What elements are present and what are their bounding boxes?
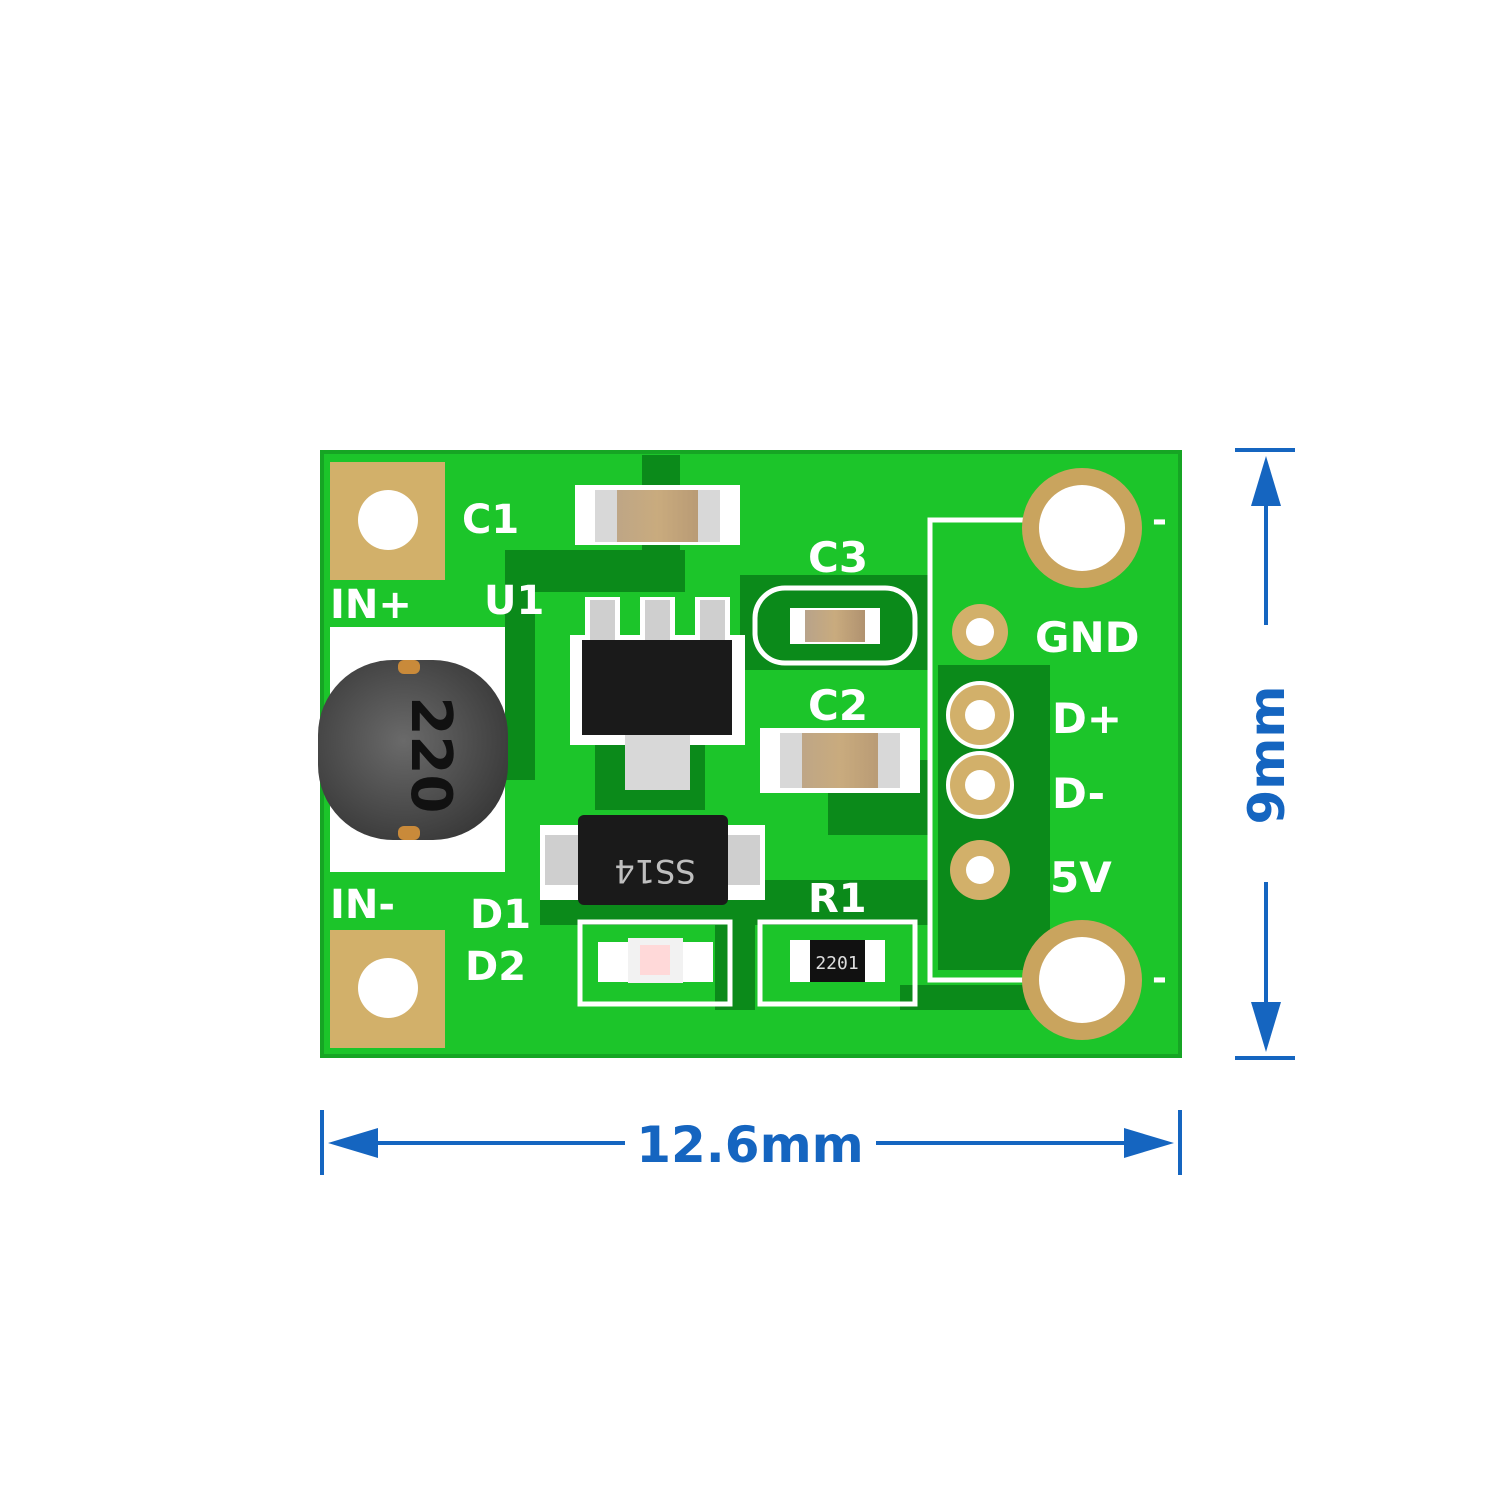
five-v-pad <box>950 840 1010 900</box>
label-d1: D1 <box>470 892 531 938</box>
gnd-pad <box>952 604 1008 660</box>
resistor-marking: 2201 <box>815 953 858 974</box>
width-dimension <box>320 1110 1182 1175</box>
width-label: 12.6mm <box>636 1116 864 1174</box>
silkscreen-labels: C1 U1 IN+ IN- C3 C2 GND D+ D- 5V D1 D2 R… <box>330 497 1167 999</box>
d-minus-pad <box>946 751 1014 819</box>
label-c1: C1 <box>462 497 519 543</box>
capacitor-c3 <box>790 608 880 644</box>
label-c2: C2 <box>808 681 868 730</box>
regulator-u1 <box>570 597 745 790</box>
label-gnd: GND <box>1035 613 1140 662</box>
label-u1: U1 <box>484 578 544 624</box>
label-minus-bottom: - <box>1152 958 1167 999</box>
diode-marking: SS14 <box>614 852 695 890</box>
in-plus-pad <box>330 462 445 580</box>
label-five-v: 5V <box>1050 853 1112 902</box>
d-plus-pad <box>946 681 1014 749</box>
mounting-hole-bottom <box>1022 920 1142 1040</box>
label-d2: D2 <box>465 944 526 990</box>
height-dimension <box>1235 448 1295 1060</box>
label-minus-top: - <box>1152 500 1167 541</box>
inductor: 220 <box>318 627 508 872</box>
inductor-marking: 220 <box>398 697 463 814</box>
led-d2 <box>598 938 713 983</box>
label-in-plus: IN+ <box>330 582 412 628</box>
resistor-r1: 2201 <box>790 940 885 982</box>
in-minus-pad <box>330 930 445 1048</box>
label-d-plus: D+ <box>1052 694 1122 743</box>
pcb-board: 220 SS14 2201 C1 U1 IN+ IN- C3 <box>318 450 1182 1058</box>
label-r1: R1 <box>808 876 867 922</box>
label-c3: C3 <box>808 533 868 582</box>
label-d-minus: D- <box>1052 769 1105 818</box>
label-in-minus: IN- <box>330 882 395 928</box>
height-label: 9mm <box>1238 686 1296 825</box>
capacitor-c1 <box>575 485 740 545</box>
diode-d1: SS14 <box>540 815 765 905</box>
silkscreen-outlines <box>577 517 1030 1007</box>
mounting-hole-top <box>1022 468 1142 588</box>
capacitor-c2 <box>760 728 920 793</box>
